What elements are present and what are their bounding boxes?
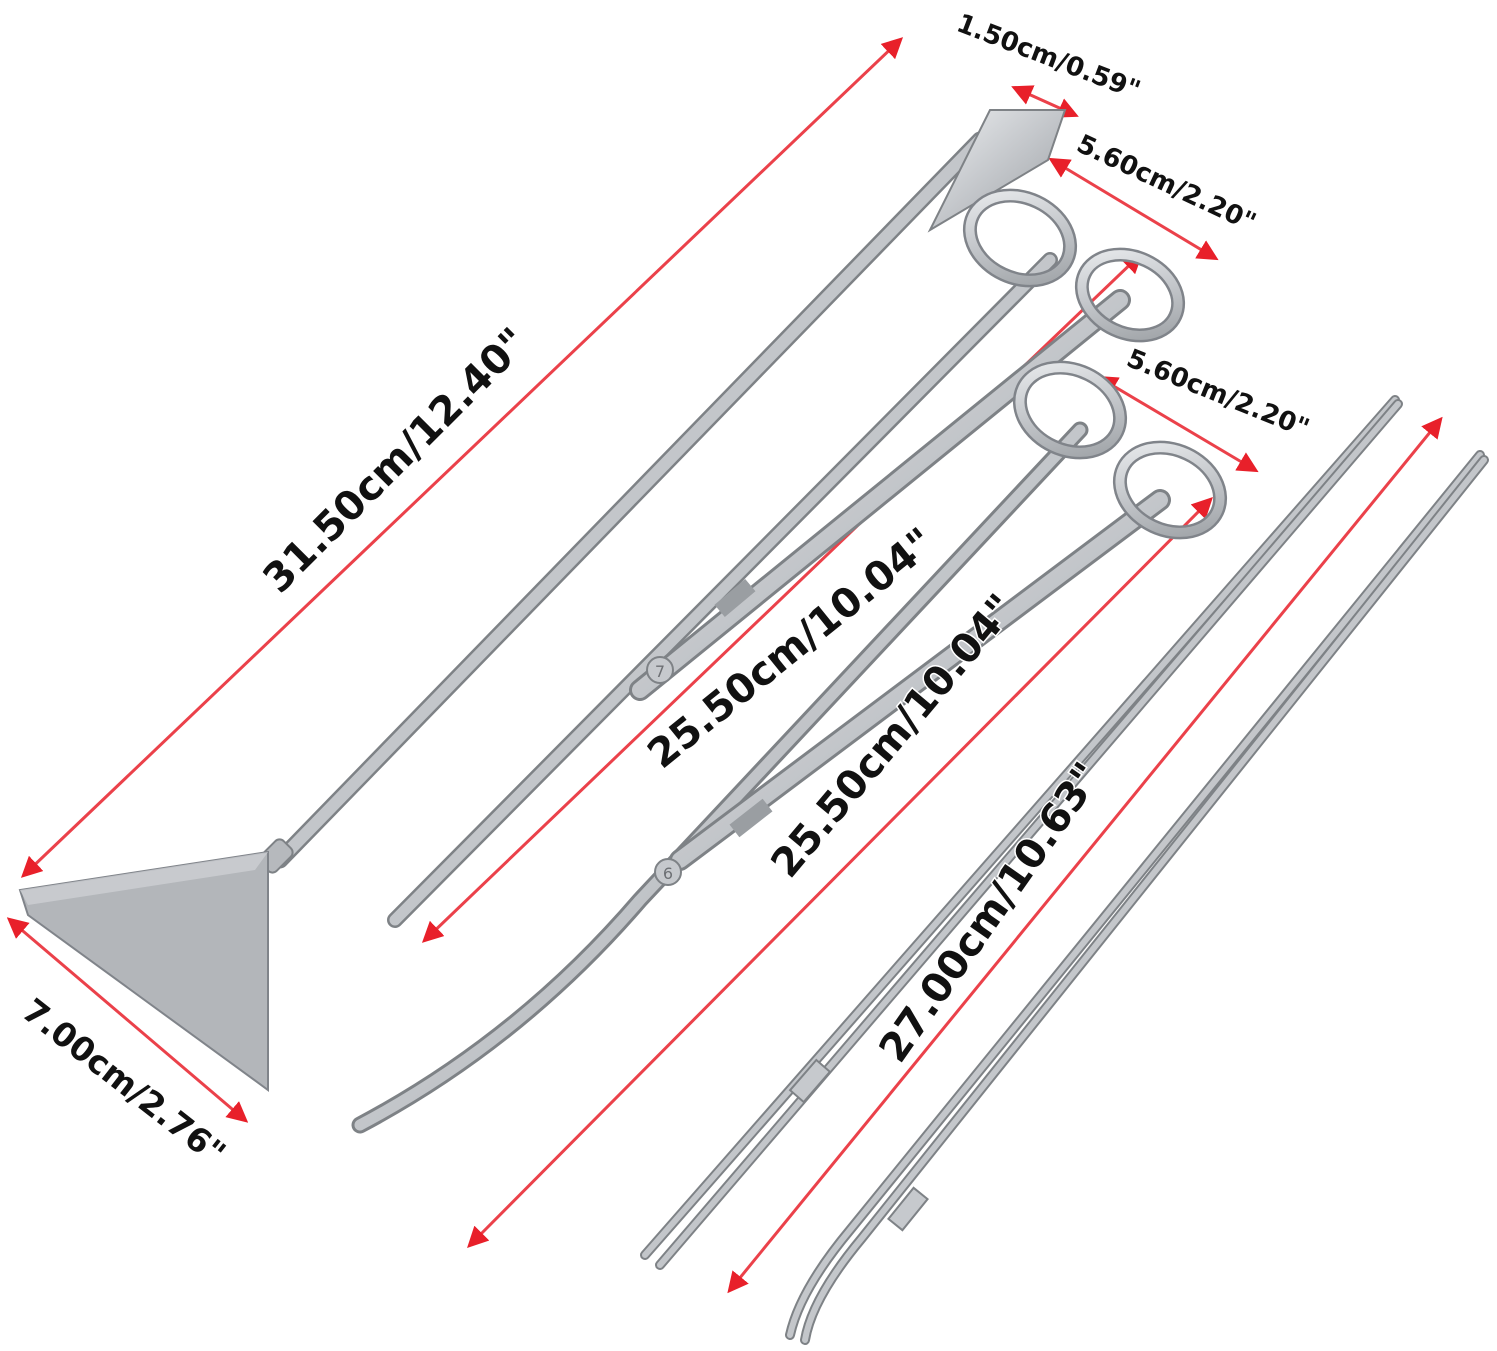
label-tip-width: 1.50cm/0.59"	[952, 9, 1144, 106]
svg-text:7: 7	[655, 662, 665, 681]
label-scissors1-handle: 5.60cm/2.20"	[1072, 129, 1260, 238]
straight-tweezers-icon	[640, 395, 1403, 1270]
measure-line-scissors1-handle	[1048, 157, 1219, 261]
measure-line-blade-width	[6, 917, 249, 1123]
spatula-icon	[18, 109, 1067, 1092]
curved-scissors-icon: 6	[351, 360, 1228, 1134]
label-spatula-length: 31.50cm/12.40"	[255, 319, 538, 602]
label-tweezers-length: 27.00cm/10.63"	[871, 754, 1112, 1070]
measure-line-spatula-length	[20, 37, 904, 878]
curved-tweezers-icon	[785, 450, 1489, 1345]
svg-text:6: 6	[663, 864, 673, 883]
measure-line-tweezers-length	[727, 416, 1443, 1294]
measurement-lines	[6, 37, 1443, 1294]
label-scissors2-handle: 5.60cm/2.20"	[1122, 344, 1313, 444]
